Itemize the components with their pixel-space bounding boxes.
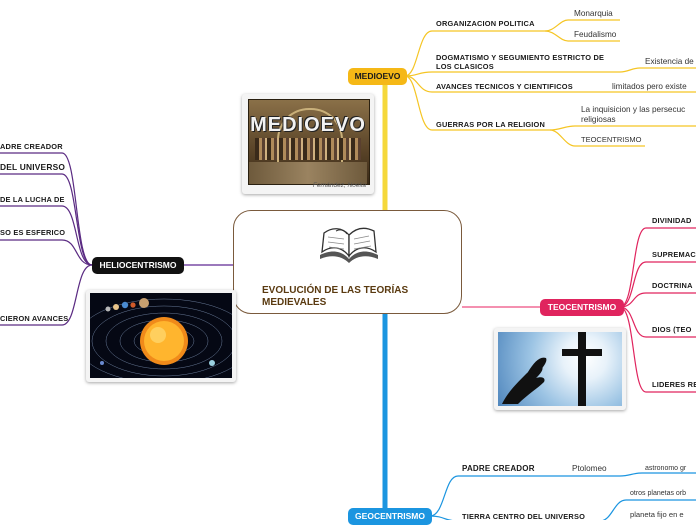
- medioevo-branch-guerras[interactable]: GUERRAS POR LA RELIGION: [436, 120, 546, 129]
- medioevo-image-title: MEDIOEVO: [250, 114, 366, 136]
- node-geocentrismo[interactable]: GEOCENTRISMO: [348, 508, 432, 525]
- cross-icon: [578, 332, 586, 406]
- medioevo-leaf-inquisicion[interactable]: La inquisicion y las persecuc religiosas: [581, 105, 686, 124]
- medioevo-leaf-teocentrismo[interactable]: TEOCENTRISMO: [581, 135, 642, 144]
- heliocentrismo-branch-lucha[interactable]: DE LA LUCHA DE: [0, 195, 65, 204]
- central-topic[interactable]: EVOLUCIÓN DE LAS TEORÍAS MEDIEVALES: [233, 210, 462, 314]
- geocentrismo-leaf-astronomo[interactable]: astronomo gr: [645, 465, 687, 472]
- medioevo-branch-organizacion[interactable]: ORGANIZACION POLITICA: [436, 19, 535, 28]
- medioevo-branch-dogmatismo[interactable]: DOGMATISMO Y SEGUMIENTO ESTRICTO DE LOS …: [436, 53, 605, 71]
- central-title: EVOLUCIÓN DE LAS TEORÍAS MEDIEVALES: [262, 285, 409, 308]
- medioevo-leaf-limitados[interactable]: limitados pero existe: [612, 82, 687, 91]
- teocentrismo-branch-divinidad[interactable]: DIVINIDAD: [652, 216, 692, 225]
- geocentrismo-branch-creador[interactable]: PADRE CREADOR: [462, 464, 535, 473]
- fresco-crowd: [255, 138, 361, 160]
- node-medioevo[interactable]: MEDIOEVO: [348, 68, 407, 85]
- heliocentrismo-image: [86, 290, 236, 382]
- heliocentrismo-branch-creador[interactable]: ADRE CREADOR: [0, 142, 63, 151]
- medioevo-leaf-feudalismo[interactable]: Feudalismo: [574, 30, 617, 39]
- teocentrismo-image: [494, 328, 626, 410]
- teocentrismo-branch-doctrina[interactable]: DOCTRINA: [652, 281, 693, 290]
- solar-system-illustration: [90, 298, 232, 378]
- geocentrismo-branch-tierra[interactable]: TIERRA CENTRO DEL UNIVERSO: [462, 512, 586, 521]
- fresco-floor: [249, 162, 367, 184]
- praying-hands-icon: [502, 357, 547, 404]
- node-teocentrismo[interactable]: TEOCENTRISMO: [540, 299, 624, 316]
- heliocentrismo-branch-universo[interactable]: DEL UNIVERSO: [0, 162, 66, 172]
- geocentrismo-leaf-planetas[interactable]: otros planetas orb: [630, 490, 687, 497]
- teocentrismo-branch-dios[interactable]: DIOS (TEO: [652, 325, 692, 334]
- geocentrismo-leaf-fijo[interactable]: planeta fijo en e: [630, 510, 684, 519]
- medioevo-image-caption: Fernández, Noelia: [312, 182, 366, 189]
- geocentrismo-leaf-ptolomeo[interactable]: Ptolomeo: [572, 464, 607, 473]
- heliocentrismo-branch-avances[interactable]: CIERON AVANCES: [0, 314, 69, 323]
- open-book-icon: [320, 227, 378, 263]
- node-heliocentrismo[interactable]: HELIOCENTRISMO: [92, 257, 184, 274]
- teocentrismo-branch-lideres[interactable]: LIDERES RE: [652, 380, 696, 389]
- medioevo-image: MEDIOEVO Fernández, Noelia: [242, 94, 374, 194]
- medioevo-leaf-monarquia[interactable]: Monarquia: [574, 9, 613, 18]
- medioevo-branch-avances[interactable]: AVANCES TECNICOS Y CIENTIFICOS: [436, 82, 573, 91]
- heliocentrismo-branch-esferico[interactable]: SO ES ESFERICO: [0, 228, 66, 237]
- teocentrismo-branch-supremacia[interactable]: SUPREMAC: [652, 250, 696, 259]
- medioevo-leaf-existencia[interactable]: Existencia de: [645, 57, 694, 66]
